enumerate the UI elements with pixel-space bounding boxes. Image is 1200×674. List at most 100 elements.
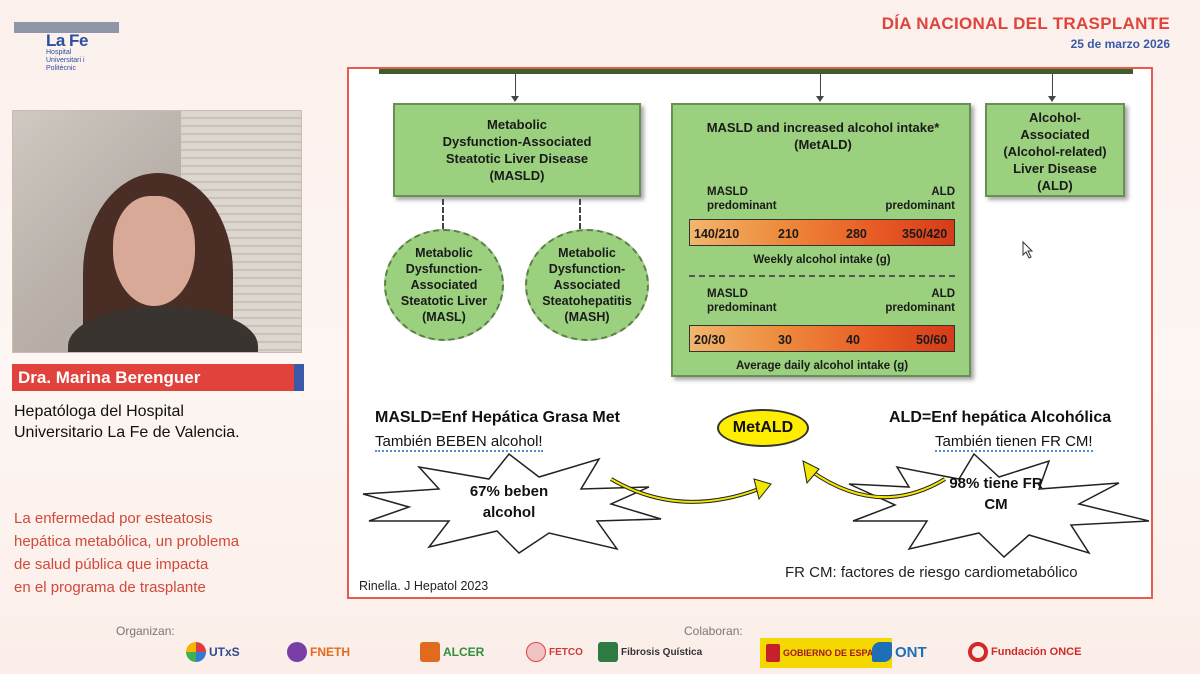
daily-intake-scale: 20/30 30 40 50/60	[689, 325, 955, 352]
ald-text: Liver Disease	[1013, 161, 1097, 176]
masld-predominant-label: MASLD predominant	[707, 185, 777, 213]
fetco-heart-icon	[526, 642, 546, 662]
label-line: MASLD	[707, 288, 748, 300]
masld-text: (MASLD)	[489, 168, 545, 183]
once-logo-icon	[968, 642, 988, 662]
slide-top-connector	[379, 69, 1133, 74]
masld-box: Metabolic Dysfunction-Associated Steatot…	[393, 103, 641, 197]
spain-crest-icon	[766, 644, 780, 662]
label-line: predominant	[707, 200, 777, 212]
left-subheading: También BEBEN alcohol!	[375, 433, 543, 452]
masl-text: Metabolic	[415, 246, 473, 260]
talk-topic: La enfermedad por esteatosis hepática me…	[14, 507, 314, 599]
fibrosis-logo-icon	[598, 642, 618, 662]
metald-label: MetALD	[732, 419, 794, 436]
label-line: predominant	[885, 302, 955, 314]
sponsor-gobierno: GOBIERNO DE ESPAÑA	[760, 638, 893, 668]
talk-topic-line: en el programa de trasplante	[14, 579, 206, 596]
event-date: 25 de marzo 2026	[1070, 37, 1170, 51]
speaker-video	[12, 110, 302, 353]
utxs-logo-icon	[186, 642, 206, 662]
label-line: predominant	[885, 200, 955, 212]
right-burst-text: 98% tiene FR CM	[941, 473, 1051, 515]
burst-line: 98% tiene FR	[949, 475, 1043, 492]
ald-text: (ALD)	[1037, 178, 1073, 193]
masld-text: Metabolic	[487, 117, 547, 132]
sponsor-utxs: UTxS	[186, 634, 240, 670]
mouse-cursor-icon	[1022, 241, 1034, 259]
left-burst-shape	[362, 452, 662, 554]
sponsor-fibrosis: Fibrosis Quística	[598, 634, 702, 670]
left-burst-text: 67% beben alcohol	[459, 481, 559, 523]
sponsor-ont: ONT	[872, 634, 927, 670]
talk-topic-line: de salud pública que impacta	[14, 556, 209, 573]
daily-tick: 30	[778, 333, 792, 347]
connector-arrow	[816, 74, 824, 102]
ald-text: Associated	[1020, 127, 1090, 142]
event-title: DÍA NACIONAL DEL TRASPLANTE	[881, 14, 1170, 33]
label-line: MASLD	[707, 186, 748, 198]
sponsor-name: ONT	[895, 643, 927, 661]
masl-circle: Metabolic Dysfunction- Associated Steato…	[384, 229, 504, 341]
citation: Rinella. J Hepatol 2023	[359, 579, 489, 593]
burst-line: alcohol	[482, 504, 536, 521]
sponsor-fetco: FETCO	[526, 634, 583, 670]
label-line: ALD	[931, 186, 955, 198]
sponsor-alcer: ALCER	[420, 634, 484, 670]
left-heading: MASLD=Enf Hepática Grasa Met	[375, 409, 620, 426]
masld-predominant-label: MASLD predominant	[707, 287, 777, 315]
speaker-name: Dra. Marina Berenguer	[18, 368, 201, 387]
metald-title: (MetALD)	[794, 137, 852, 152]
ald-text: (Alcohol-related)	[1003, 144, 1107, 159]
mash-text: Steatohepatitis	[542, 294, 632, 308]
daily-tick: 50/60	[916, 333, 948, 347]
daily-tick: 40	[846, 333, 860, 347]
sponsor-name: FETCO	[549, 646, 583, 658]
daily-tick: 20/30	[694, 333, 726, 347]
speaker-name-bar: Dra. Marina Berenguer	[12, 364, 304, 391]
masld-text: Steatotic Liver Disease	[445, 151, 589, 166]
right-heading: ALD=Enf hepática Alcohólica	[889, 409, 1112, 426]
right-arrowhead-icon	[802, 460, 820, 485]
ald-predominant-label: ALD predominant	[875, 185, 955, 213]
right-curved-arrow-fill	[810, 470, 946, 499]
label-line: predominant	[707, 302, 777, 314]
right-burst-shape	[848, 452, 1150, 559]
la-fe-logo: La Fe Hospital Universitari i Politècnic	[46, 32, 116, 82]
weekly-caption: Weekly alcohol intake (g)	[753, 254, 891, 266]
colaboran-label: Colaboran:	[684, 624, 743, 638]
presentation-slide: Metabolic Dysfunction-Associated Steatot…	[347, 67, 1153, 599]
sponsor-name: UTxS	[209, 645, 240, 659]
masld-text: Dysfunction-Associated	[442, 134, 592, 149]
masl-text: Associated	[410, 278, 478, 292]
mash-text: (MASH)	[564, 310, 610, 324]
talk-topic-line: La enfermedad por esteatosis	[14, 510, 213, 527]
fneth-logo-icon	[287, 642, 307, 662]
footnote: FR CM: factores de riesgo cardiometabóli…	[785, 564, 1078, 581]
metald-box: MASLD and increased alcohol intake* (Met…	[671, 103, 971, 377]
speaker-role-line: Hepatóloga del Hospital	[14, 403, 184, 420]
label-line: ALD	[931, 288, 955, 300]
burst-line: 67% beben	[469, 483, 549, 500]
burst-line: CM	[984, 496, 1008, 513]
logo-text: La Fe	[46, 31, 88, 50]
top-bar-decoration	[14, 22, 119, 33]
sponsor-fundacion-once: Fundación ONCE	[968, 634, 1081, 670]
organizan-label: Organizan:	[116, 624, 175, 638]
mash-text: Dysfunction-	[548, 262, 626, 276]
left-arrowhead-icon	[753, 478, 772, 501]
connector-arrow	[1048, 74, 1056, 102]
weekly-tick: 280	[846, 227, 867, 241]
speaker-face	[113, 196, 195, 306]
ald-box: Alcohol- Associated (Alcohol-related) Li…	[985, 103, 1125, 197]
sponsor-name: FNETH	[310, 645, 350, 659]
speaker-role: Hepatóloga del Hospital Universitario La…	[14, 401, 314, 443]
alcer-logo-icon	[420, 642, 440, 662]
sponsor-name: Fibrosis Quística	[621, 646, 703, 658]
weekly-tick: 140/210	[694, 227, 740, 241]
sponsor-name: GOBIERNO DE ESPAÑA	[783, 648, 887, 658]
ald-text: Alcohol-	[1029, 110, 1081, 125]
mash-text: Metabolic	[558, 246, 616, 260]
connector-arrow	[511, 74, 519, 102]
speaker-role-line: Universitario La Fe de Valencia.	[14, 424, 240, 441]
